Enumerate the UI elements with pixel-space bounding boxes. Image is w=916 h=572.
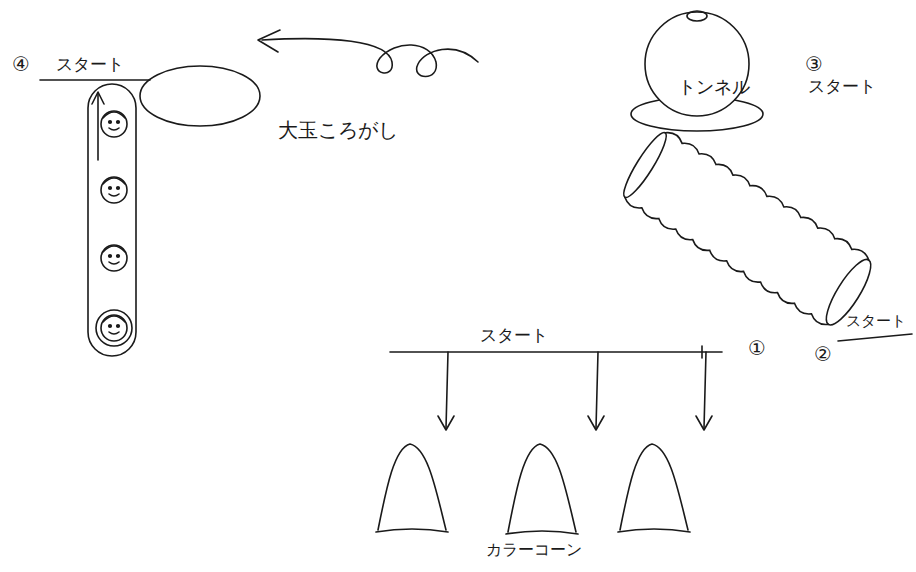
roll-arrow xyxy=(258,30,478,77)
start-line-2 xyxy=(838,334,912,341)
callout-number: ③ xyxy=(805,52,823,76)
start-label: スタート xyxy=(846,312,906,330)
item-label: カラーコーン xyxy=(486,540,582,559)
target-ball xyxy=(140,66,260,126)
tunnel-label: トンネル xyxy=(678,76,750,98)
callout-number: ② xyxy=(814,342,832,366)
activity-label: 大玉ころがし xyxy=(278,118,398,142)
callout-number: ① xyxy=(748,336,766,360)
start-label: スタート xyxy=(480,325,548,345)
start-label: スタート xyxy=(808,76,876,96)
children-column xyxy=(40,80,150,356)
start-line-1 xyxy=(390,346,722,430)
color-cone xyxy=(376,444,690,534)
big-ball xyxy=(631,11,763,131)
tunnel: トンネル xyxy=(600,70,910,350)
callout-number: ④ xyxy=(12,52,30,76)
tunnel-outline xyxy=(600,70,910,350)
start-label: スタート xyxy=(56,54,124,74)
